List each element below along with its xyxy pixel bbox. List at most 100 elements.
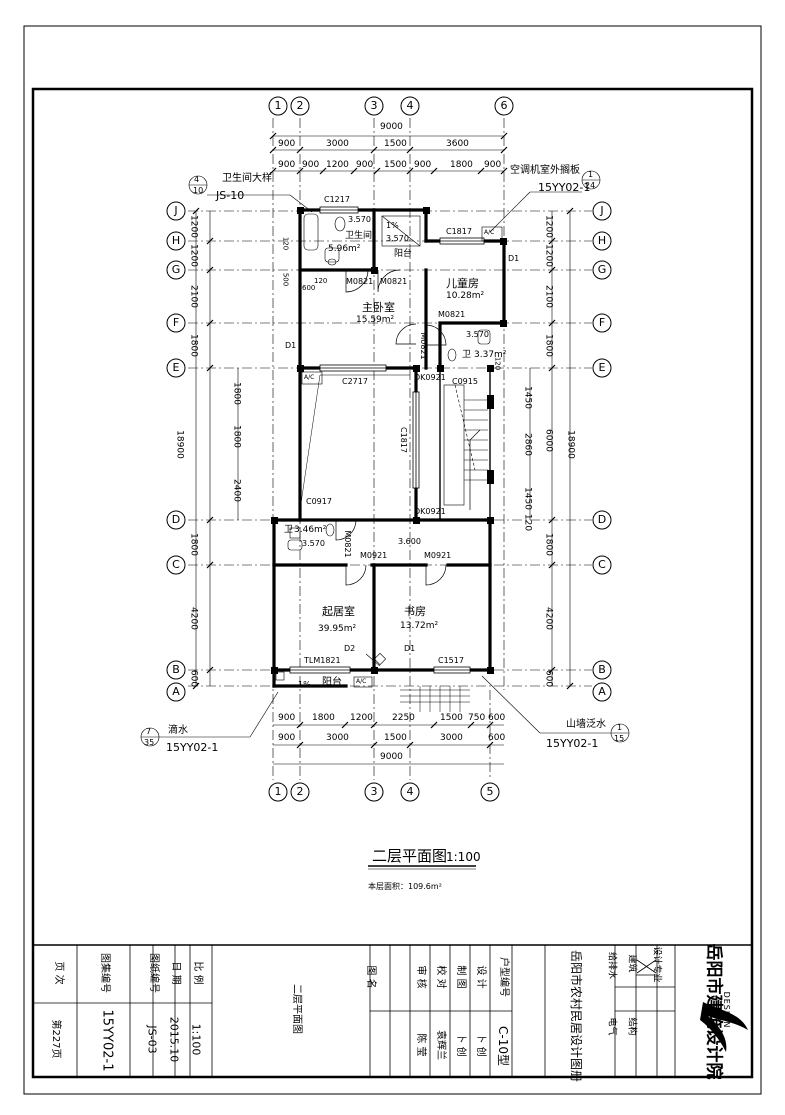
level-mark: 3.570	[348, 215, 371, 224]
door-tag: DK0921	[414, 507, 446, 516]
dim-text: 1500	[384, 139, 407, 149]
windows	[289, 206, 485, 674]
dim-text: 2400	[231, 479, 242, 502]
dim-text: 900	[278, 733, 296, 743]
dim-top-total: 9000	[380, 122, 403, 132]
room-area: 15.59m²	[356, 315, 395, 325]
dim-left-total: 18900	[174, 430, 185, 459]
dim-text: 1200	[326, 160, 349, 170]
dim-text: 1800	[231, 425, 242, 448]
room-name: 阳台	[322, 677, 342, 688]
type-value: C-10型	[496, 1026, 510, 1066]
window-tag: C1517	[438, 656, 464, 665]
dim-text: 6000	[543, 429, 554, 452]
grid-row-label: E	[598, 361, 606, 374]
grid-row-label: A	[598, 685, 606, 698]
dim-text: 1200	[350, 713, 373, 723]
grid-row-label: F	[598, 316, 606, 329]
grid-bubbles	[166, 96, 612, 802]
door-tag: M0921	[424, 551, 452, 560]
grid-row-label: H	[597, 234, 607, 247]
dim-text: 1800	[543, 334, 554, 357]
discipline-item: 建筑	[626, 954, 637, 973]
door-tag: M0921	[360, 551, 388, 560]
dim-text: 2100	[188, 285, 199, 308]
stair	[443, 384, 488, 510]
grid-label-top: 3	[370, 99, 378, 112]
page-value: 第227页	[50, 1019, 61, 1059]
title-block-grid	[33, 945, 676, 1077]
room-name: 卫	[284, 525, 294, 535]
dim-text: 750	[468, 713, 486, 723]
discipline-item: 给排水	[606, 951, 617, 979]
dim-text: 600	[488, 733, 506, 743]
callout-flash-ref: 15YY02-1	[546, 737, 599, 750]
room-name: 阳台	[394, 249, 413, 259]
dim-text: 600	[188, 669, 199, 688]
logo-text: DESIGN	[722, 991, 731, 1029]
grid-row-label: J	[600, 204, 604, 217]
callout-drip: 滴水	[168, 725, 188, 736]
dim-text: 3000	[326, 139, 349, 149]
dim-text: 1800	[312, 713, 335, 723]
grid-row-label: J	[174, 204, 178, 217]
dim-text: 3000	[326, 733, 349, 743]
meta-value: 15YY02-1	[99, 1009, 115, 1072]
grid-row-label: C	[598, 558, 606, 571]
discipline-item: 结构	[626, 1017, 637, 1036]
logo-mark	[700, 1002, 748, 1052]
dimension-lines	[192, 132, 574, 765]
grid-label-top: 6	[500, 99, 508, 112]
grid-label-bottom: 4	[406, 785, 414, 798]
columns	[271, 207, 507, 674]
drawing-scale: 1:100	[446, 850, 481, 864]
ac-tag: A/C	[484, 229, 495, 236]
room-name: 起居室	[322, 605, 355, 618]
callout-ac-ref: 15YY02-1	[538, 181, 591, 194]
title-underline	[368, 865, 476, 870]
dim-right-total: 18900	[565, 430, 576, 459]
person-name: 袁辉兰	[435, 1030, 446, 1060]
callout-num: 1	[617, 723, 623, 732]
dim-text: 500	[281, 272, 290, 287]
dim-text: 1450	[522, 386, 533, 409]
grid-row-label: B	[598, 663, 606, 676]
callout-num: 4	[194, 175, 200, 184]
callout-sheet: 10	[193, 186, 204, 195]
collection-name: 岳阳市农村民居设计图册	[569, 950, 583, 1083]
window-tag: C0917	[306, 497, 332, 506]
window-tag: C1817	[446, 227, 472, 236]
level-mark: 3.570	[466, 330, 489, 339]
role-label: 设 计	[475, 965, 486, 989]
grid-row-label: G	[171, 263, 181, 276]
fixtures	[275, 213, 503, 688]
ac-tag: A/C	[356, 678, 367, 685]
door-tag: M0821	[438, 310, 466, 319]
inner-frame	[31, 87, 754, 1079]
drain-tag: D1	[404, 644, 416, 653]
grid-label-bottom: 2	[296, 785, 304, 798]
meta-label: 图纸编号	[148, 953, 159, 993]
room-area: 3.37m²	[474, 350, 507, 360]
dim-text: 3000	[440, 733, 463, 743]
institute-name: 岳阳市建筑设计院	[703, 943, 724, 1080]
dim-text: 600	[302, 284, 316, 292]
role-label: 校 对	[435, 965, 446, 989]
window-tag: C1217	[324, 195, 350, 204]
window-tag: C0915	[452, 377, 478, 386]
person-name: 陈 莹	[415, 1033, 426, 1057]
callout-wc-detail: 卫生间大样	[222, 173, 272, 184]
dim-text: 1800	[188, 533, 199, 556]
meta-label: 图集编号	[99, 953, 110, 993]
grid-row-label: H	[171, 234, 181, 247]
dim-text: 2860	[522, 433, 533, 456]
person-name: 卜 创	[455, 1033, 466, 1057]
room-area: 5.96m²	[328, 244, 361, 254]
meta-label: 日 期	[170, 961, 181, 985]
callout-wc-ref: JS-10	[216, 189, 245, 202]
dim-text: 120	[522, 513, 533, 532]
outer-frame	[23, 25, 762, 1095]
person-name: 卜 创	[475, 1033, 486, 1057]
